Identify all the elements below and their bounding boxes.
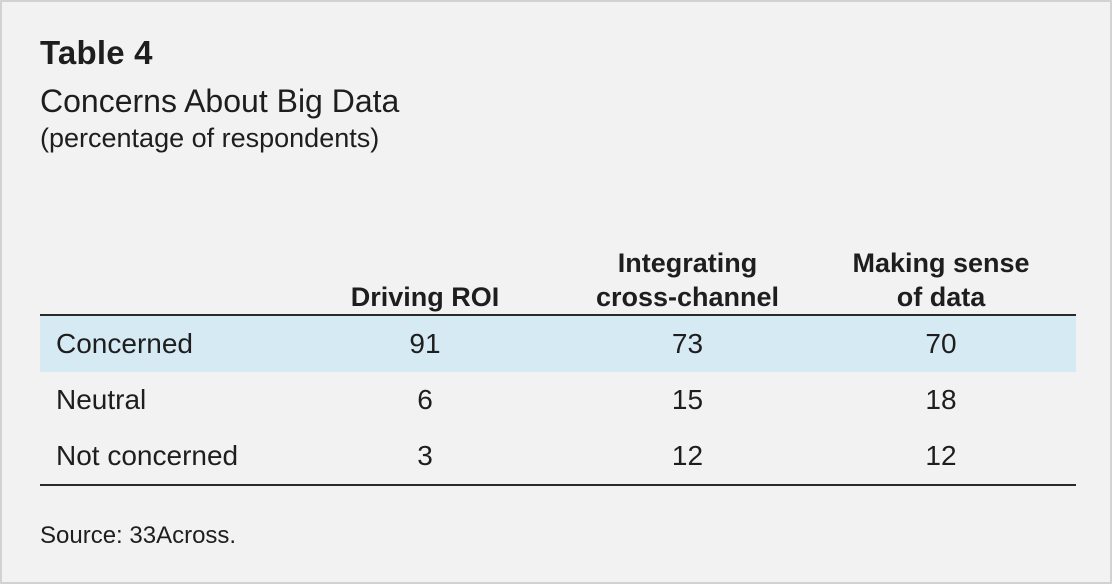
table-cell: 91 — [409, 328, 441, 359]
column-header-making-sense: Making sense of data — [830, 224, 1052, 314]
source-note: Source: 33Across. — [40, 522, 237, 549]
row-label: Concerned — [56, 328, 193, 359]
column-header-line: of data — [896, 282, 986, 312]
column-header-line: Making sense — [852, 248, 1030, 278]
column-header-integrating: Integrating cross-channel — [555, 224, 820, 314]
table-cell: 3 — [417, 440, 433, 471]
row-label: Not concerned — [56, 440, 239, 471]
column-header-line: Driving ROI — [350, 282, 500, 312]
column-header-line: Integrating — [617, 248, 758, 278]
table-cell: 12 — [671, 440, 704, 471]
header-rule — [40, 314, 1076, 316]
figure-title: Table 4 — [40, 34, 153, 71]
row-label: Neutral — [56, 384, 147, 415]
table-row: Concerned 91 73 70 — [40, 316, 1076, 372]
table-row: Neutral 6 15 18 — [40, 372, 1076, 428]
table-cell: 12 — [925, 440, 957, 471]
table-cell: 18 — [925, 384, 957, 415]
figure-subtitle: Concerns About Big Data — [40, 83, 400, 119]
table-cell: 73 — [671, 328, 704, 359]
table-row: Not concerned 3 12 12 — [40, 428, 1076, 484]
table-cell: 6 — [417, 384, 433, 415]
bottom-rule — [40, 484, 1076, 486]
column-header-line: cross-channel — [595, 282, 780, 312]
table-cell: 70 — [925, 328, 957, 359]
figure-note: (percentage of respondents) — [40, 123, 380, 153]
column-header-driving-roi: Driving ROI — [310, 224, 540, 314]
table-cell: 15 — [671, 384, 704, 415]
